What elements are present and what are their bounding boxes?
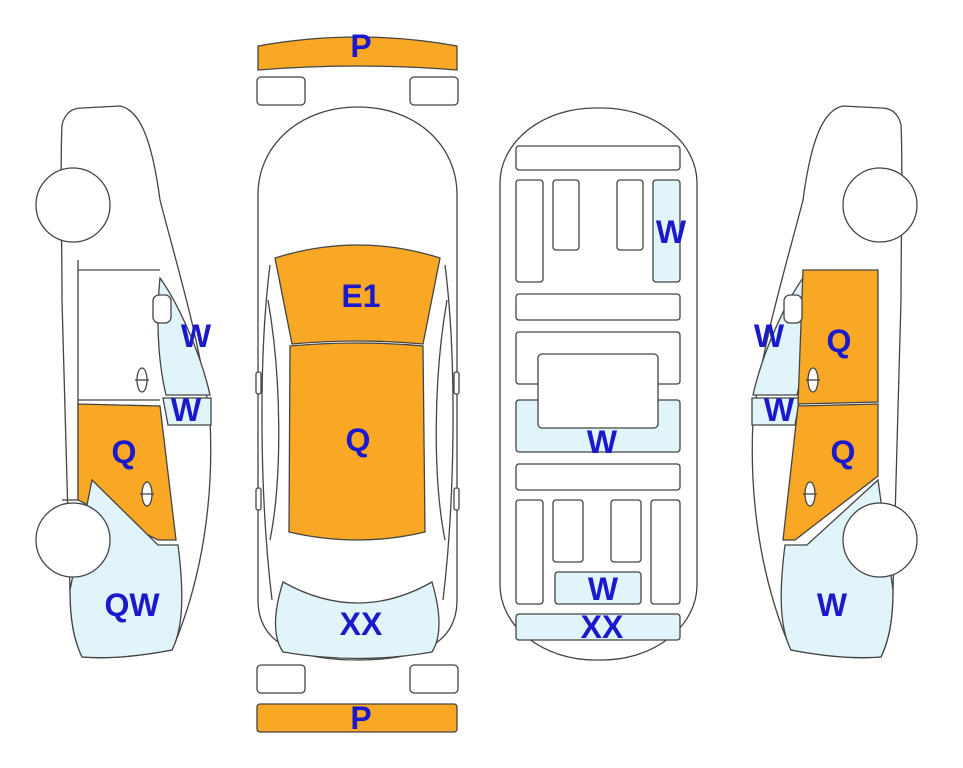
- underside-crossmember-1: [515, 293, 681, 321]
- right-front-door[interactable]: [797, 269, 879, 405]
- top-right-inner-line: [435, 299, 448, 541]
- hood-label: E1: [341, 278, 380, 314]
- rear-bumper[interactable]: [256, 703, 458, 733]
- underside-front-left-rail: [515, 179, 544, 283]
- left-side-view: [35, 105, 212, 659]
- underside-front-bar: [515, 145, 681, 171]
- left-front-door-handle: [135, 367, 149, 393]
- left-rear-door-label: Q: [112, 434, 137, 470]
- underside-front-right-label: W: [656, 214, 687, 250]
- rear-window-label: XX: [340, 606, 383, 642]
- left-windshield-label: W: [181, 318, 212, 354]
- front-bumper-group: [256, 36, 459, 106]
- right-windshield-label: W: [754, 318, 785, 354]
- top-left-handle: [255, 487, 262, 511]
- rear-window[interactable]: [274, 581, 440, 660]
- top-right-side-line: [442, 264, 454, 601]
- right-side-view: [751, 105, 918, 659]
- left-front-wheel: [35, 167, 111, 243]
- rear-bumper-group: [256, 664, 459, 733]
- rear-bumper-label: P: [350, 700, 371, 736]
- left-window-label: W: [171, 392, 202, 428]
- rear-right-light: [409, 664, 459, 694]
- rear-left-light: [256, 664, 306, 694]
- underside-rear-right-rail: [650, 499, 681, 605]
- top-left-mirror: [255, 371, 262, 395]
- top-right-mirror: [453, 371, 460, 395]
- top-left-side-line: [261, 264, 273, 601]
- left-rear-wheel: [35, 502, 111, 578]
- left-window[interactable]: [162, 397, 212, 426]
- underside-center-box: [537, 353, 659, 429]
- underside-rear-bar[interactable]: [515, 613, 681, 641]
- roof[interactable]: [288, 342, 426, 541]
- right-rear-quarter-label: W: [817, 587, 848, 623]
- right-front-wheel: [842, 167, 918, 243]
- hood[interactable]: [274, 244, 441, 345]
- right-front-door-handle: [806, 367, 820, 393]
- underside-rear-left-slot: [552, 499, 584, 563]
- front-bumper[interactable]: [257, 36, 458, 71]
- front-left-headlight: [256, 76, 306, 106]
- underside-view: [499, 107, 698, 661]
- front-bumper-label: P: [350, 28, 371, 64]
- front-right-headlight: [409, 76, 459, 106]
- underside-rear-small-panel[interactable]: [554, 571, 642, 605]
- top-left-inner-line: [267, 299, 280, 541]
- right-rear-door-label: Q: [831, 434, 856, 470]
- left-mirror: [152, 294, 172, 324]
- underside-front-right-rail[interactable]: [652, 179, 681, 283]
- top-right-handle: [453, 487, 460, 511]
- right-window-label: W: [764, 392, 795, 428]
- right-rear-wheel: [842, 502, 918, 578]
- right-rear-door[interactable]: [782, 403, 879, 541]
- underside-middle-label: W: [587, 424, 618, 460]
- underside-crossmember-2: [515, 463, 681, 491]
- underside-front-left-slot: [552, 179, 580, 251]
- underside-rear-label: XX: [581, 609, 624, 645]
- left-rear-quarter-label: QW: [104, 587, 160, 623]
- damage-labels: P P E1 Q XX W W W XX W W Q QW W W Q Q W: [104, 28, 855, 736]
- underside-rear-small-label: W: [588, 571, 619, 607]
- roof-label: Q: [346, 422, 371, 458]
- right-rear-door-handle: [803, 481, 817, 507]
- underside-front-right-slot: [616, 179, 644, 251]
- right-front-door-label: Q: [827, 323, 852, 359]
- right-mirror: [783, 294, 803, 324]
- left-rear-door-handle: [140, 481, 154, 507]
- underside-rear-left-rail: [515, 499, 544, 605]
- underside-rear-right-slot: [610, 499, 642, 563]
- top-view: [255, 106, 460, 661]
